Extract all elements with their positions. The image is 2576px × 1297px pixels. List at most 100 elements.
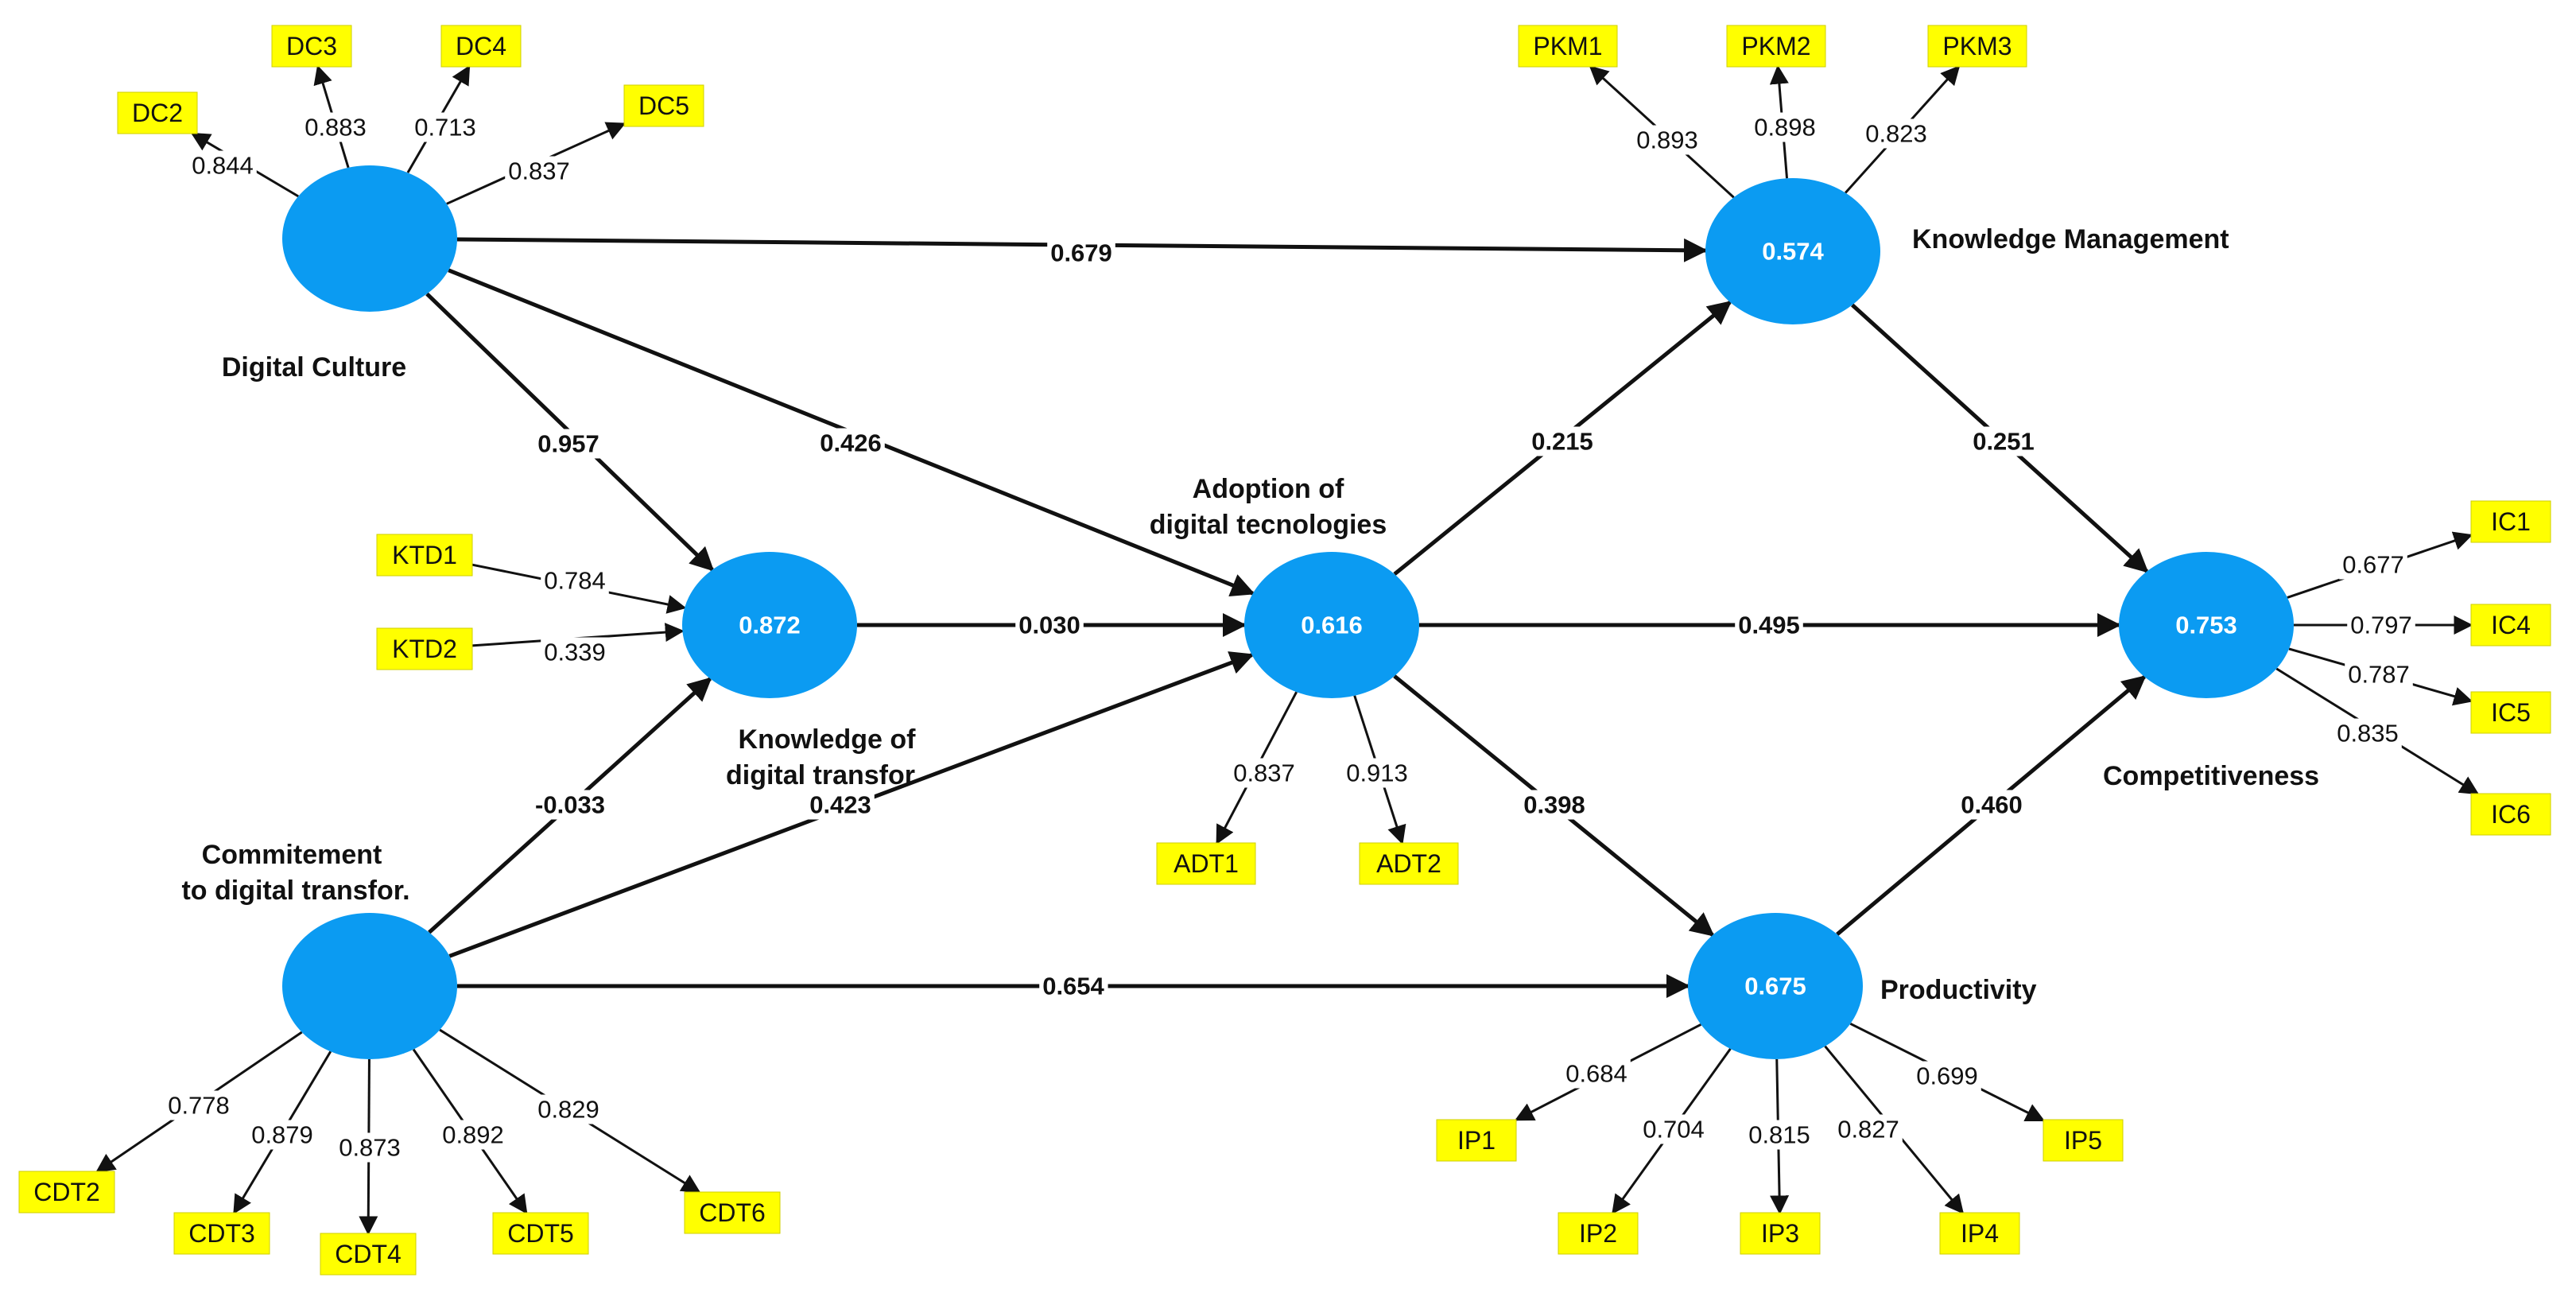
loading-value-cdt2: 0.778 — [168, 1092, 230, 1120]
indicator-box-dc3[interactable] — [271, 25, 352, 68]
indicator-box-ic5[interactable] — [2470, 691, 2551, 734]
path-coefficient-prod-comp-bg — [1957, 790, 2026, 820]
nodes-layer — [18, 25, 2551, 1276]
loading-value-ktd1: 0.784 — [544, 567, 606, 595]
indicator-box-cdt6[interactable] — [684, 1191, 781, 1234]
indicator-box-adt1[interactable] — [1156, 842, 1256, 885]
indicator-box-ktd2[interactable] — [376, 627, 473, 670]
indicator-box-dc4[interactable] — [440, 25, 522, 68]
indicator-label-ip4: IP4 — [1961, 1219, 1999, 1248]
loading-value-ip1-bg — [1562, 1058, 1631, 1089]
indicator-box-ic1[interactable] — [2470, 500, 2551, 543]
loading-value-ic5: 0.787 — [2348, 661, 2410, 689]
indicator-label-pkm2: PKM2 — [1741, 32, 1810, 60]
construct-cdt[interactable] — [282, 913, 457, 1059]
loading-value-ip5-bg — [1913, 1061, 1981, 1091]
path-coefficient-dc-ktd: 0.957 — [537, 430, 599, 458]
indicator-label-cdt2: CDT2 — [33, 1178, 100, 1206]
indicator-box-cdt4[interactable] — [320, 1233, 417, 1276]
path-coefficient-adt-comp-bg — [1735, 610, 1803, 640]
indicator-box-adt2[interactable] — [1359, 842, 1459, 885]
path-coefficient-dc-adt: 0.426 — [820, 429, 882, 457]
construct-label-adt-2: digital tecnologies — [1150, 510, 1387, 540]
indicator-label-ip3: IP3 — [1761, 1219, 1799, 1248]
indicator-box-ic6[interactable] — [2470, 793, 2551, 836]
indicator-label-ip2: IP2 — [1579, 1219, 1617, 1248]
path-coefficient-adt-km-bg — [1528, 426, 1596, 456]
loading-value-dc5-bg — [505, 156, 573, 186]
path-coefficient-dc-km: 0.679 — [1050, 239, 1112, 267]
path-coefficient-dc-ktd-bg — [534, 429, 603, 459]
loading-value-dc2-bg — [188, 150, 257, 181]
indicator-label-cdt3: CDT3 — [188, 1219, 255, 1248]
indicator-box-dc2[interactable] — [117, 91, 198, 134]
loading-value-pkm3: 0.823 — [1865, 120, 1927, 148]
indicator-box-ktd1[interactable] — [376, 534, 473, 577]
indicator-label-ic1: IC1 — [2491, 507, 2531, 536]
indicator-box-dc5[interactable] — [623, 84, 704, 127]
path-coefficient-ktd-adt: 0.030 — [1018, 612, 1080, 639]
loading-value-pkm1: 0.893 — [1636, 126, 1698, 154]
loading-value-ip3: 0.815 — [1748, 1121, 1810, 1149]
indicator-box-cdt3[interactable] — [173, 1212, 270, 1255]
loading-value-dc5: 0.837 — [508, 157, 570, 185]
loading-value-cdt5: 0.892 — [442, 1121, 504, 1149]
indicator-label-pkm3: PKM3 — [1942, 32, 2012, 60]
path-coefficient-dc-adt-bg — [817, 428, 885, 458]
indicator-label-dc4: DC4 — [456, 32, 506, 60]
r-squared-comp: 0.753 — [2175, 612, 2237, 639]
construct-label-prod-1: Productivity — [1880, 975, 2037, 1005]
indicator-box-pkm2[interactable] — [1726, 25, 1826, 68]
loading-value-cdt2-bg — [165, 1090, 233, 1120]
indicator-label-ktd1: KTD1 — [392, 541, 457, 569]
loading-value-ic6-bg — [2334, 718, 2402, 748]
construct-dc[interactable] — [282, 165, 457, 312]
construct-km[interactable] — [1705, 178, 1880, 324]
loading-value-dc3-bg — [301, 112, 370, 142]
indicator-box-ip5[interactable] — [2043, 1119, 2124, 1162]
construct-label-cdt-1: Commitement — [202, 840, 382, 870]
path-coefficient-cdt-adt-bg — [806, 790, 875, 820]
loading-value-ktd2: 0.339 — [544, 639, 606, 666]
path-coefficient-km-comp-bg — [1969, 426, 2038, 456]
path-coefficient-cdt-ktd-bg — [532, 790, 608, 820]
indicator-label-ktd2: KTD2 — [392, 635, 457, 663]
indicator-label-cdt6: CDT6 — [699, 1198, 766, 1227]
indicator-box-cdt2[interactable] — [18, 1171, 115, 1214]
indicator-box-ip2[interactable] — [1558, 1212, 1639, 1255]
indicator-label-dc3: DC3 — [286, 32, 337, 60]
indicator-label-adt1: ADT1 — [1174, 849, 1239, 878]
loading-value-ip4: 0.827 — [1837, 1116, 1899, 1144]
r-squared-adt: 0.616 — [1301, 612, 1363, 639]
loading-value-ic4: 0.797 — [2350, 612, 2412, 639]
construct-comp[interactable] — [2119, 552, 2294, 698]
loading-value-cdt3: 0.879 — [251, 1121, 313, 1149]
indicator-box-pkm3[interactable] — [1927, 25, 2027, 68]
indicator-box-ip3[interactable] — [1740, 1212, 1821, 1255]
indicator-box-cdt5[interactable] — [492, 1212, 589, 1255]
path-coefficient-cdt-adt: 0.423 — [809, 791, 871, 819]
indicator-box-ic4[interactable] — [2470, 604, 2551, 647]
construct-ktd[interactable] — [682, 552, 857, 698]
loading-value-cdt5-bg — [439, 1120, 507, 1150]
loading-value-ip2-bg — [1639, 1114, 1708, 1144]
construct-label-cdt-2: to digital transfor. — [181, 876, 409, 906]
loading-value-ic1-bg — [2339, 549, 2407, 580]
loading-value-dc4: 0.713 — [414, 114, 476, 142]
indicator-box-ip4[interactable] — [1939, 1212, 2020, 1255]
indicator-box-ip1[interactable] — [1436, 1119, 1517, 1162]
construct-adt[interactable] — [1244, 552, 1419, 698]
path-coefficient-cdt-prod: 0.654 — [1042, 973, 1104, 1000]
construct-label-comp-1: Competitiveness — [2103, 761, 2319, 791]
construct-label-ktd-2: digital transfor — [726, 760, 915, 790]
construct-label-adt-1: Adoption of — [1193, 474, 1344, 504]
indicator-box-pkm1[interactable] — [1518, 25, 1618, 68]
path-coefficient-ktd-adt-bg — [1015, 610, 1084, 640]
loading-value-ip4-bg — [1834, 1114, 1903, 1144]
loading-value-cdt6: 0.829 — [537, 1096, 599, 1124]
loading-value-ip2: 0.704 — [1643, 1116, 1705, 1144]
construct-label-ktd-1: Knowledge of — [739, 724, 917, 755]
construct-prod[interactable] — [1688, 913, 1863, 1059]
